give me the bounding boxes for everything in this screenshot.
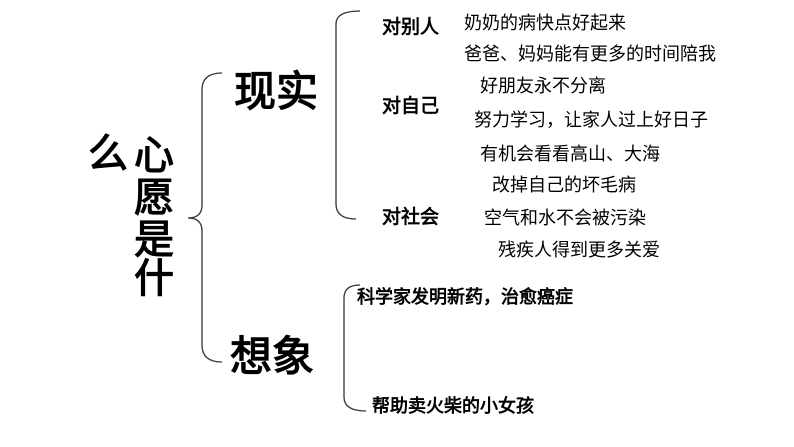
wish-item: 好朋友永不分离 <box>480 76 606 97</box>
wish-item: 爸爸、妈妈能有更多的时间陪我 <box>464 44 716 65</box>
wish-item: 空气和水不会被污染 <box>484 208 646 229</box>
wish-item: 奶奶的病快点好起来 <box>464 13 626 34</box>
root-char: 么 <box>88 131 128 177</box>
group-others-label: 对别人 <box>382 16 440 38</box>
wish-item: 努力学习，让家人过上好日子 <box>474 110 708 131</box>
wish-item: 科学家发明新药，治愈癌症 <box>357 287 573 308</box>
branch-reality-label: 现实 <box>234 67 319 116</box>
reality-bracket <box>335 10 361 220</box>
root-char: 心 <box>134 133 174 179</box>
root-char: 是 <box>134 217 174 263</box>
wish-item: 有机会看看高山、大海 <box>480 144 660 165</box>
wish-item: 帮助卖火柴的小女孩 <box>372 396 534 417</box>
root-char: 什 <box>134 256 174 302</box>
group-self-label: 对自己 <box>382 95 440 117</box>
wish-item: 残疾人得到更多关爱 <box>498 240 660 261</box>
group-society-label: 对社会 <box>382 206 440 228</box>
imagination-bracket <box>343 284 367 412</box>
root-bracket <box>187 72 223 363</box>
wish-item: 改掉自己的坏毛病 <box>492 175 636 196</box>
root-char: 愿 <box>134 175 174 221</box>
branch-imagination-label: 想象 <box>230 332 315 381</box>
